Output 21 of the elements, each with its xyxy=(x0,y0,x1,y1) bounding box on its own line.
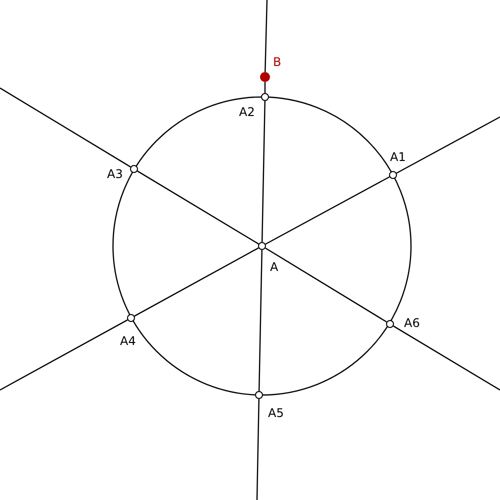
line xyxy=(264,82,266,93)
line xyxy=(265,248,387,322)
line xyxy=(264,0,268,72)
line xyxy=(393,326,500,391)
point-label: A3 xyxy=(107,167,123,181)
point-label: A4 xyxy=(120,334,136,348)
line xyxy=(137,170,259,244)
line xyxy=(396,116,500,174)
line xyxy=(265,176,390,245)
point-label: B xyxy=(273,55,282,69)
point-label: A6 xyxy=(404,316,420,330)
line xyxy=(261,100,266,242)
point-label: A1 xyxy=(390,150,406,164)
line xyxy=(256,398,260,500)
line xyxy=(134,247,259,317)
line xyxy=(0,319,128,391)
point-label: A5 xyxy=(268,406,284,420)
line xyxy=(0,87,131,168)
line xyxy=(258,250,263,392)
point-label: A2 xyxy=(239,105,255,119)
point-label: A xyxy=(270,260,278,274)
